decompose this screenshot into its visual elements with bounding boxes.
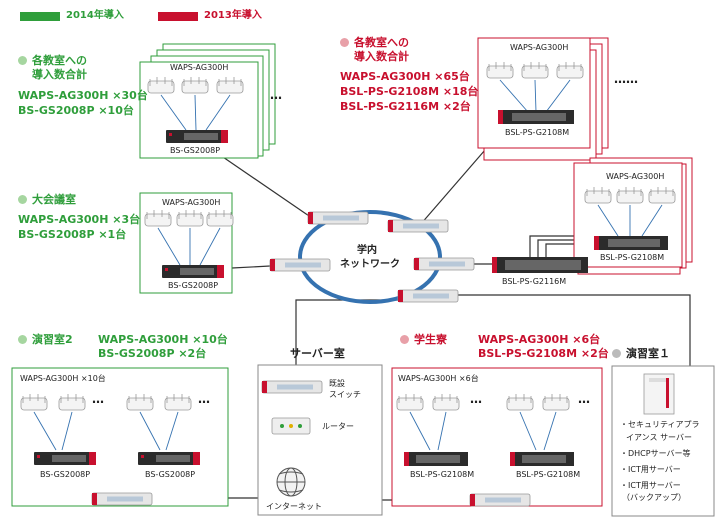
hall-title-text: 大会議室 [32,193,76,206]
router-device [271,417,311,435]
internet-label: インターネット [266,502,322,511]
dorm-box-label: WAPS-AG300H ×6台 [398,374,479,383]
lab2-box-label: WAPS-AG300H ×10台 [20,374,106,383]
classroom-2013-switch [498,110,574,124]
link-classrooms-core [219,154,313,219]
core-switch-right [413,257,475,271]
link-hall-core [231,265,271,269]
dorm-switch-count: BSL-PS-G2108M ×2台 [478,347,609,360]
bullet-icon [340,38,349,47]
lab1-title: 演習室１ [612,347,670,360]
red-group-switch-label: BSL-PS-G2108M [600,253,665,262]
red-group-ap-label: WAPS-AG300H [606,172,665,181]
classroom-2014-ap-label: WAPS-AG300H [170,63,229,72]
classrooms-2014-title-line1: 各教室への [32,54,87,67]
classrooms-2013-switch8-count: BSL-PS-G2108M ×18台 [340,85,479,98]
lab2-switch-count: BS-GS2008P ×2台 [98,347,207,360]
lab1-item-1: ・セキュリティアプラ [620,420,700,429]
switch-16port [492,257,588,273]
server-room-title: サーバー室 [290,347,345,360]
dorm-more-1: … [470,392,482,406]
lab2-title: 演習室2 [18,333,73,346]
existing-switch-label-line2: スイッチ [329,390,361,399]
classrooms-2013-switch16-count: BSL-PS-G2116M ×2台 [340,100,471,113]
bullet-icon [18,56,27,65]
core-switch-bottom [397,289,459,303]
classroom-2014-switch-label: BS-GS2008P [170,146,221,155]
lab1-title-text: 演習室１ [626,347,670,360]
existing-switch-label-line1: 既設 [329,379,345,388]
lab2-switch1-label: BS-GS2008P [40,470,91,479]
internet-globe [276,467,306,497]
dorm-box [391,367,603,507]
classrooms-2013-ap-count: WAPS-AG300H ×65台 [340,70,470,83]
dorm-switch1-label: BSL-PS-G2108M [410,470,475,479]
core-network-label-line2: ネットワーク [340,259,400,270]
red-group-switch [594,236,668,250]
lab1-item-3: ・DHCPサーバー等 [620,449,691,458]
lab1-item-4: ・ICT用サーバー [620,465,681,474]
hall-switch [162,265,224,278]
server-tower [643,373,675,415]
hall-ap-count: WAPS-AG300H ×3台 [18,213,141,226]
core-switch-top-left [307,211,369,225]
lab1-item-6: （バックアップ） [622,493,686,502]
lab1-item-5: ・ICT用サーバー [620,481,681,490]
classrooms-2013-title-line2: 導入数合計 [354,50,409,63]
lab2-uplink-switch [91,492,153,506]
legend-2013-swatch [158,12,198,21]
link-core-lab1 [426,294,691,385]
hall-ap-label: WAPS-AG300H [162,198,221,207]
classroom-2014-switch [166,130,228,143]
classrooms-2013-title-line1: 各教室への [354,36,409,49]
classrooms-2014-ap-count: WAPS-AG300H ×30台 [18,89,148,102]
dorm-ap-count: WAPS-AG300H ×6台 [478,333,601,346]
legend-2014-label: 2014年導入 [66,10,124,21]
existing-switch [261,380,323,394]
hall-switch-count: BS-GS2008P ×1台 [18,228,127,241]
classrooms-2013-more: …… [614,72,638,86]
core-switch-left [269,258,331,272]
dorm-switch2-label: BSL-PS-G2108M [516,470,581,479]
dorm-title-text: 学生寮 [414,333,447,346]
bullet-icon [400,335,409,344]
lab2-box [11,367,229,507]
legend-2014-swatch [20,12,60,21]
bullet-icon [612,349,621,358]
switch-16port-label: BSL-PS-G2116M [502,277,567,286]
dorm-title: 学生寮 [400,333,447,346]
bullet-icon [18,195,27,204]
classrooms-2014-switch-count: BS-GS2008P ×10台 [18,104,134,117]
link-16port-redgroup [529,235,594,258]
classrooms-2014-title-line2: 導入数合計 [32,68,87,81]
lab2-ap-count: WAPS-AG300H ×10台 [98,333,228,346]
core-switch-top-right [387,219,449,233]
lab1-item-2: イアンス サーバー [626,433,692,442]
lab2-title-text: 演習室2 [32,333,73,346]
classroom-2013-switch-label: BSL-PS-G2108M [505,128,570,137]
dorm-switch-1 [404,452,468,466]
lab2-switch-2 [138,452,200,465]
dorm-switch-2 [510,452,574,466]
dorm-uplink-switch [469,493,531,507]
lab2-more-1: … [92,392,104,406]
lab2-switch-1 [34,452,96,465]
classrooms-2013-stack [477,37,609,161]
bullet-icon [18,335,27,344]
hall-title: 大会議室 [18,193,76,206]
hall-switch-label: BS-GS2008P [168,281,219,290]
lab2-switch2-label: BS-GS2008P [145,470,196,479]
legend-2013-label: 2013年導入 [204,10,262,21]
classrooms-2014-title: 各教室への [18,54,87,67]
lab2-more-2: … [198,392,210,406]
classrooms-2013-title: 各教室への [340,36,409,49]
core-network-ring [298,210,442,304]
classroom-2013-ap-label: WAPS-AG300H [510,43,569,52]
classrooms-2014-more: … [270,88,282,102]
dorm-more-2: … [578,392,590,406]
router-label: ルーター [322,422,354,431]
core-network-label-line1: 学内 [357,245,377,256]
